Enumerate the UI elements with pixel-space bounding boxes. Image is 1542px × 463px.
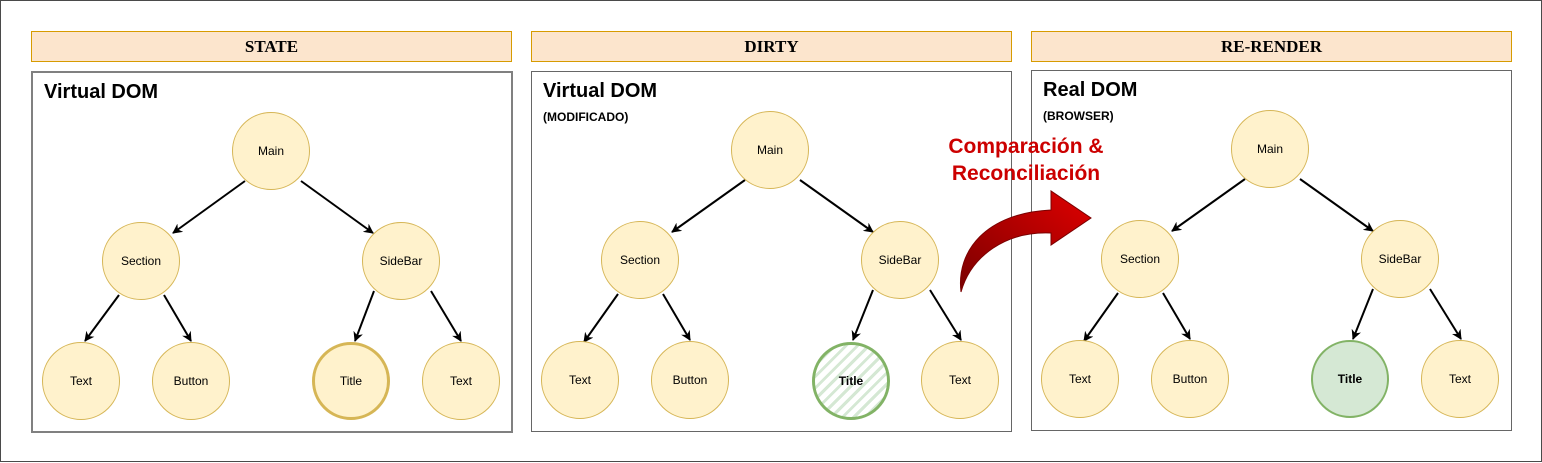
- node-button: Button: [152, 342, 230, 420]
- node-text: Text: [422, 342, 500, 420]
- edge-sidebar-title: [1351, 288, 1374, 340]
- node-text: Text: [42, 342, 120, 420]
- node-sidebar: SideBar: [362, 222, 440, 300]
- panel-title: Virtual DOM: [543, 80, 658, 102]
- header-state: STATE: [31, 31, 512, 62]
- node-main: Main: [731, 111, 809, 189]
- panel-subtitle: (MODIFICADO): [543, 110, 629, 124]
- edge-main-section: [172, 180, 246, 234]
- edge-sidebar-text: [430, 290, 462, 342]
- panel-title: Real DOM: [1043, 79, 1138, 101]
- panel-subtitle: (BROWSER): [1043, 109, 1114, 123]
- node-section: Section: [1101, 220, 1179, 298]
- edge-section-button: [1162, 292, 1191, 340]
- re-render-panel: Real DOM (BROWSER) Main Section SideBar …: [1031, 70, 1512, 431]
- edge-section-text: [84, 294, 120, 342]
- panel-title: Virtual DOM: [44, 81, 159, 103]
- header-dirty: DIRTY: [531, 31, 1012, 62]
- node-text: Text: [921, 341, 999, 419]
- node-sidebar: SideBar: [861, 221, 939, 299]
- header-re-render: RE-RENDER: [1031, 31, 1512, 62]
- state-tree-edges: [84, 180, 462, 342]
- edge-main-sidebar: [1299, 178, 1374, 232]
- node-text: Text: [1421, 340, 1499, 418]
- node-title-modified: Title: [812, 342, 890, 420]
- reconciliation-label: Comparación & Reconciliación: [931, 133, 1121, 187]
- edge-main-section: [1171, 178, 1246, 232]
- dirty-tree-edges: [583, 179, 962, 343]
- node-text: Text: [541, 341, 619, 419]
- node-main: Main: [1231, 110, 1309, 188]
- edge-sidebar-text: [1429, 288, 1462, 340]
- edge-sidebar-title: [851, 289, 874, 341]
- edge-section-text: [583, 293, 619, 343]
- node-section: Section: [102, 222, 180, 300]
- node-button: Button: [651, 341, 729, 419]
- edge-main-sidebar: [799, 179, 874, 233]
- node-text: Text: [1041, 340, 1119, 418]
- state-panel: Virtual DOM Main Section SideBar Text Bu…: [31, 71, 513, 433]
- dirty-panel: Virtual DOM (MODIFICADO) Main Section Si…: [531, 71, 1012, 432]
- node-title: Title: [312, 342, 390, 420]
- node-main: Main: [232, 112, 310, 190]
- edge-section-button: [163, 294, 192, 342]
- edge-section-button: [662, 293, 691, 341]
- edge-sidebar-text: [929, 289, 962, 341]
- node-section: Section: [601, 221, 679, 299]
- node-sidebar: SideBar: [1361, 220, 1439, 298]
- edge-section-text: [1083, 292, 1119, 342]
- reconciliation-label-line1: Comparación &: [948, 135, 1104, 158]
- node-button: Button: [1151, 340, 1229, 418]
- edge-main-sidebar: [300, 180, 374, 234]
- reconciliation-label-line2: Reconciliación: [951, 162, 1101, 185]
- edge-sidebar-title: [353, 290, 375, 342]
- edge-main-section: [671, 179, 746, 233]
- node-title-updated: Title: [1311, 340, 1389, 418]
- re-render-tree-edges: [1083, 178, 1462, 342]
